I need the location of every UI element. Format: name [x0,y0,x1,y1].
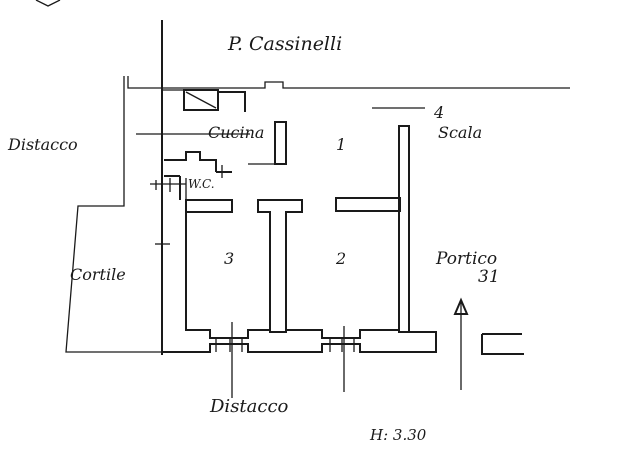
room2-outline [286,329,399,339]
portico-label: Portico [435,249,497,269]
kitchen-label: Cucina [208,123,264,142]
chimney-box [183,89,219,111]
courtyard-label: Cortile [70,265,126,284]
kitchen-top-wall [218,91,246,112]
distacco-bottom-label: Distacco [209,396,289,417]
courtyard-outline [65,76,162,353]
room3-outline [185,212,270,339]
room2-label: 2 [335,249,346,268]
corner-mark [35,0,61,7]
chimney-diagonal [185,91,217,109]
height-label: H: 3.30 [369,426,427,444]
partition-room3-room2 [257,199,303,333]
portico-number-label: 31 [478,267,500,287]
room3-label: 3 [224,249,234,268]
distacco-left-label: Distacco [7,135,78,154]
stairs-number-label: 4 [433,103,444,122]
wc-label: W.C. [188,177,215,191]
partition-room1-room2 [335,197,401,212]
room1-label: 1 [336,135,346,154]
wc-bottom-wall [185,199,233,213]
kitchen-pillar [274,121,287,165]
exterior-bottom-wall [162,331,437,353]
portico-wall [481,333,524,355]
entrance-arrow-head [453,297,469,315]
stairs-label: Scala [438,123,482,142]
owner-label: P. Cassinelli [227,33,342,55]
window-marks [215,338,355,352]
wc-walls [164,151,232,200]
wc-fixture [150,165,223,201]
top-building-line [127,76,570,89]
stair-wall [398,125,410,333]
